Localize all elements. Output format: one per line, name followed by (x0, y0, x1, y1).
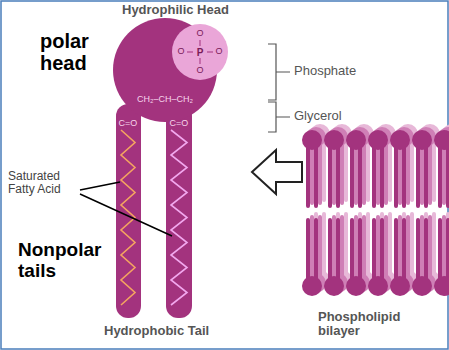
atom-label: O (215, 47, 222, 57)
glycerol-bracket (268, 102, 290, 132)
lipid (324, 130, 344, 296)
lipid-head (412, 130, 432, 150)
tail-right (166, 104, 192, 318)
saturated-chain (171, 130, 187, 305)
lipid (412, 130, 432, 296)
leader-line (80, 182, 172, 236)
pointer-arrow (252, 150, 302, 194)
phosphate-bracket (268, 44, 290, 100)
phosphate-circle (172, 24, 228, 80)
lipid (346, 130, 366, 296)
atom-label: P (197, 47, 204, 58)
bilayer-figure (302, 124, 449, 296)
part-label: Nonpolar tails (18, 240, 113, 282)
lipid (368, 130, 388, 296)
phosphate-bonds (187, 40, 213, 64)
lipid (372, 127, 392, 293)
lipid (306, 127, 326, 293)
part-label: Phosphate (294, 64, 356, 78)
lipid-head (302, 130, 322, 150)
lipid-head (324, 130, 344, 150)
formula-label: C=O (170, 119, 189, 129)
lipid-head (368, 276, 388, 296)
lipid-head (390, 276, 410, 296)
part-label: Hydrophobic Tail (104, 324, 209, 338)
lipid (416, 127, 436, 293)
lipid-head (412, 276, 432, 296)
lipid (390, 130, 410, 296)
heading-label: Hydrophilic Head (122, 3, 229, 17)
lipid-head (346, 276, 366, 296)
part-label: Glycerol (294, 109, 342, 123)
part-label: polar head (40, 30, 110, 74)
lipid-head (302, 276, 322, 296)
lipid-head (434, 130, 449, 150)
lipid (438, 127, 449, 293)
lipid-head (390, 130, 410, 150)
lipid (394, 127, 414, 293)
atom-label: O (177, 47, 184, 57)
part-label: Saturated Fatty Acid (8, 170, 82, 196)
lipid (350, 127, 370, 293)
lipid (434, 130, 449, 296)
atom-label: O (196, 66, 203, 76)
lipid-head (324, 276, 344, 296)
formula-label: C=O (119, 119, 138, 129)
tail-left (116, 104, 141, 318)
lipid-head (346, 130, 366, 150)
fatty-acid-chains (121, 40, 213, 305)
formula-label: CH₂–CH–CH₂ (137, 95, 193, 105)
lipid (302, 130, 322, 296)
part-label: Phospholipid bilayer (318, 310, 430, 339)
lipid-head (368, 130, 388, 150)
lipid (328, 127, 348, 293)
lipid-head (434, 276, 449, 296)
atom-label: O (196, 29, 203, 39)
head-circle (113, 18, 217, 122)
